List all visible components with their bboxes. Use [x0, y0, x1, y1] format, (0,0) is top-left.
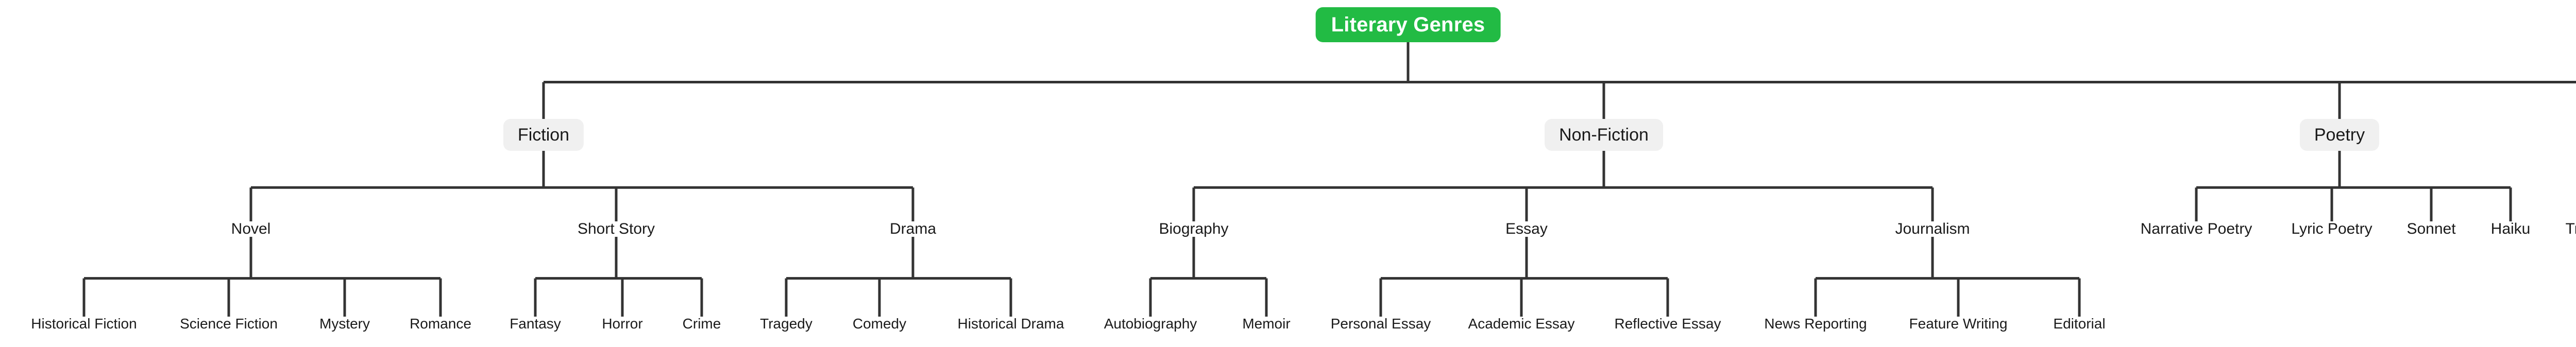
- tree-node-horror[interactable]: Horror: [602, 316, 643, 332]
- tree-node-essay[interactable]: Essay: [1505, 220, 1548, 237]
- tree-node-feature-writing[interactable]: Feature Writing: [1909, 316, 2008, 332]
- tree-node-comedy[interactable]: Comedy: [852, 316, 907, 332]
- tree-node-dr-tragedy[interactable]: Tragedy: [2565, 220, 2576, 237]
- tree-node-shortstory[interactable]: Short Story: [577, 220, 655, 237]
- tree-node-nonfiction[interactable]: Non-Fiction: [1545, 119, 1663, 151]
- tree-node-crime[interactable]: Crime: [682, 316, 721, 332]
- tree-node-historical-drama[interactable]: Historical Drama: [957, 316, 1064, 332]
- tree-node-reflective-essay[interactable]: Reflective Essay: [1614, 316, 1721, 332]
- tree-node-biography[interactable]: Biography: [1159, 220, 1229, 237]
- tree-node-fic-drama[interactable]: Drama: [889, 220, 937, 237]
- tree-node-haiku[interactable]: Haiku: [2490, 220, 2531, 237]
- tree-node-academic-essay[interactable]: Academic Essay: [1468, 316, 1575, 332]
- tree-node-novel[interactable]: Novel: [231, 220, 271, 237]
- tree-node-news-reporting[interactable]: News Reporting: [1764, 316, 1867, 332]
- tree-node-fiction[interactable]: Fiction: [503, 119, 584, 151]
- tree-node-narrative-poetry[interactable]: Narrative Poetry: [2140, 220, 2252, 237]
- tree-node-memoir[interactable]: Memoir: [1242, 316, 1291, 332]
- tree-node-romance[interactable]: Romance: [410, 316, 471, 332]
- tree-node-sonnet[interactable]: Sonnet: [2406, 220, 2456, 237]
- tree-node-science-fiction[interactable]: Science Fiction: [180, 316, 278, 332]
- tree-node-lyric-poetry[interactable]: Lyric Poetry: [2291, 220, 2372, 237]
- tree-node-autobiography[interactable]: Autobiography: [1104, 316, 1197, 332]
- tree-node-fantasy[interactable]: Fantasy: [510, 316, 561, 332]
- tree-node-editorial[interactable]: Editorial: [2053, 316, 2106, 332]
- tree-node-personal-essay[interactable]: Personal Essay: [1330, 316, 1431, 332]
- tree-node-historical-fiction[interactable]: Historical Fiction: [31, 316, 137, 332]
- tree-node-poetry[interactable]: Poetry: [2299, 119, 2380, 151]
- tree-node-mystery[interactable]: Mystery: [319, 316, 370, 332]
- tree-node-journalism[interactable]: Journalism: [1895, 220, 1970, 237]
- tree-node-tragedy[interactable]: Tragedy: [760, 316, 812, 332]
- tree-node-root[interactable]: Literary Genres: [1315, 7, 1501, 42]
